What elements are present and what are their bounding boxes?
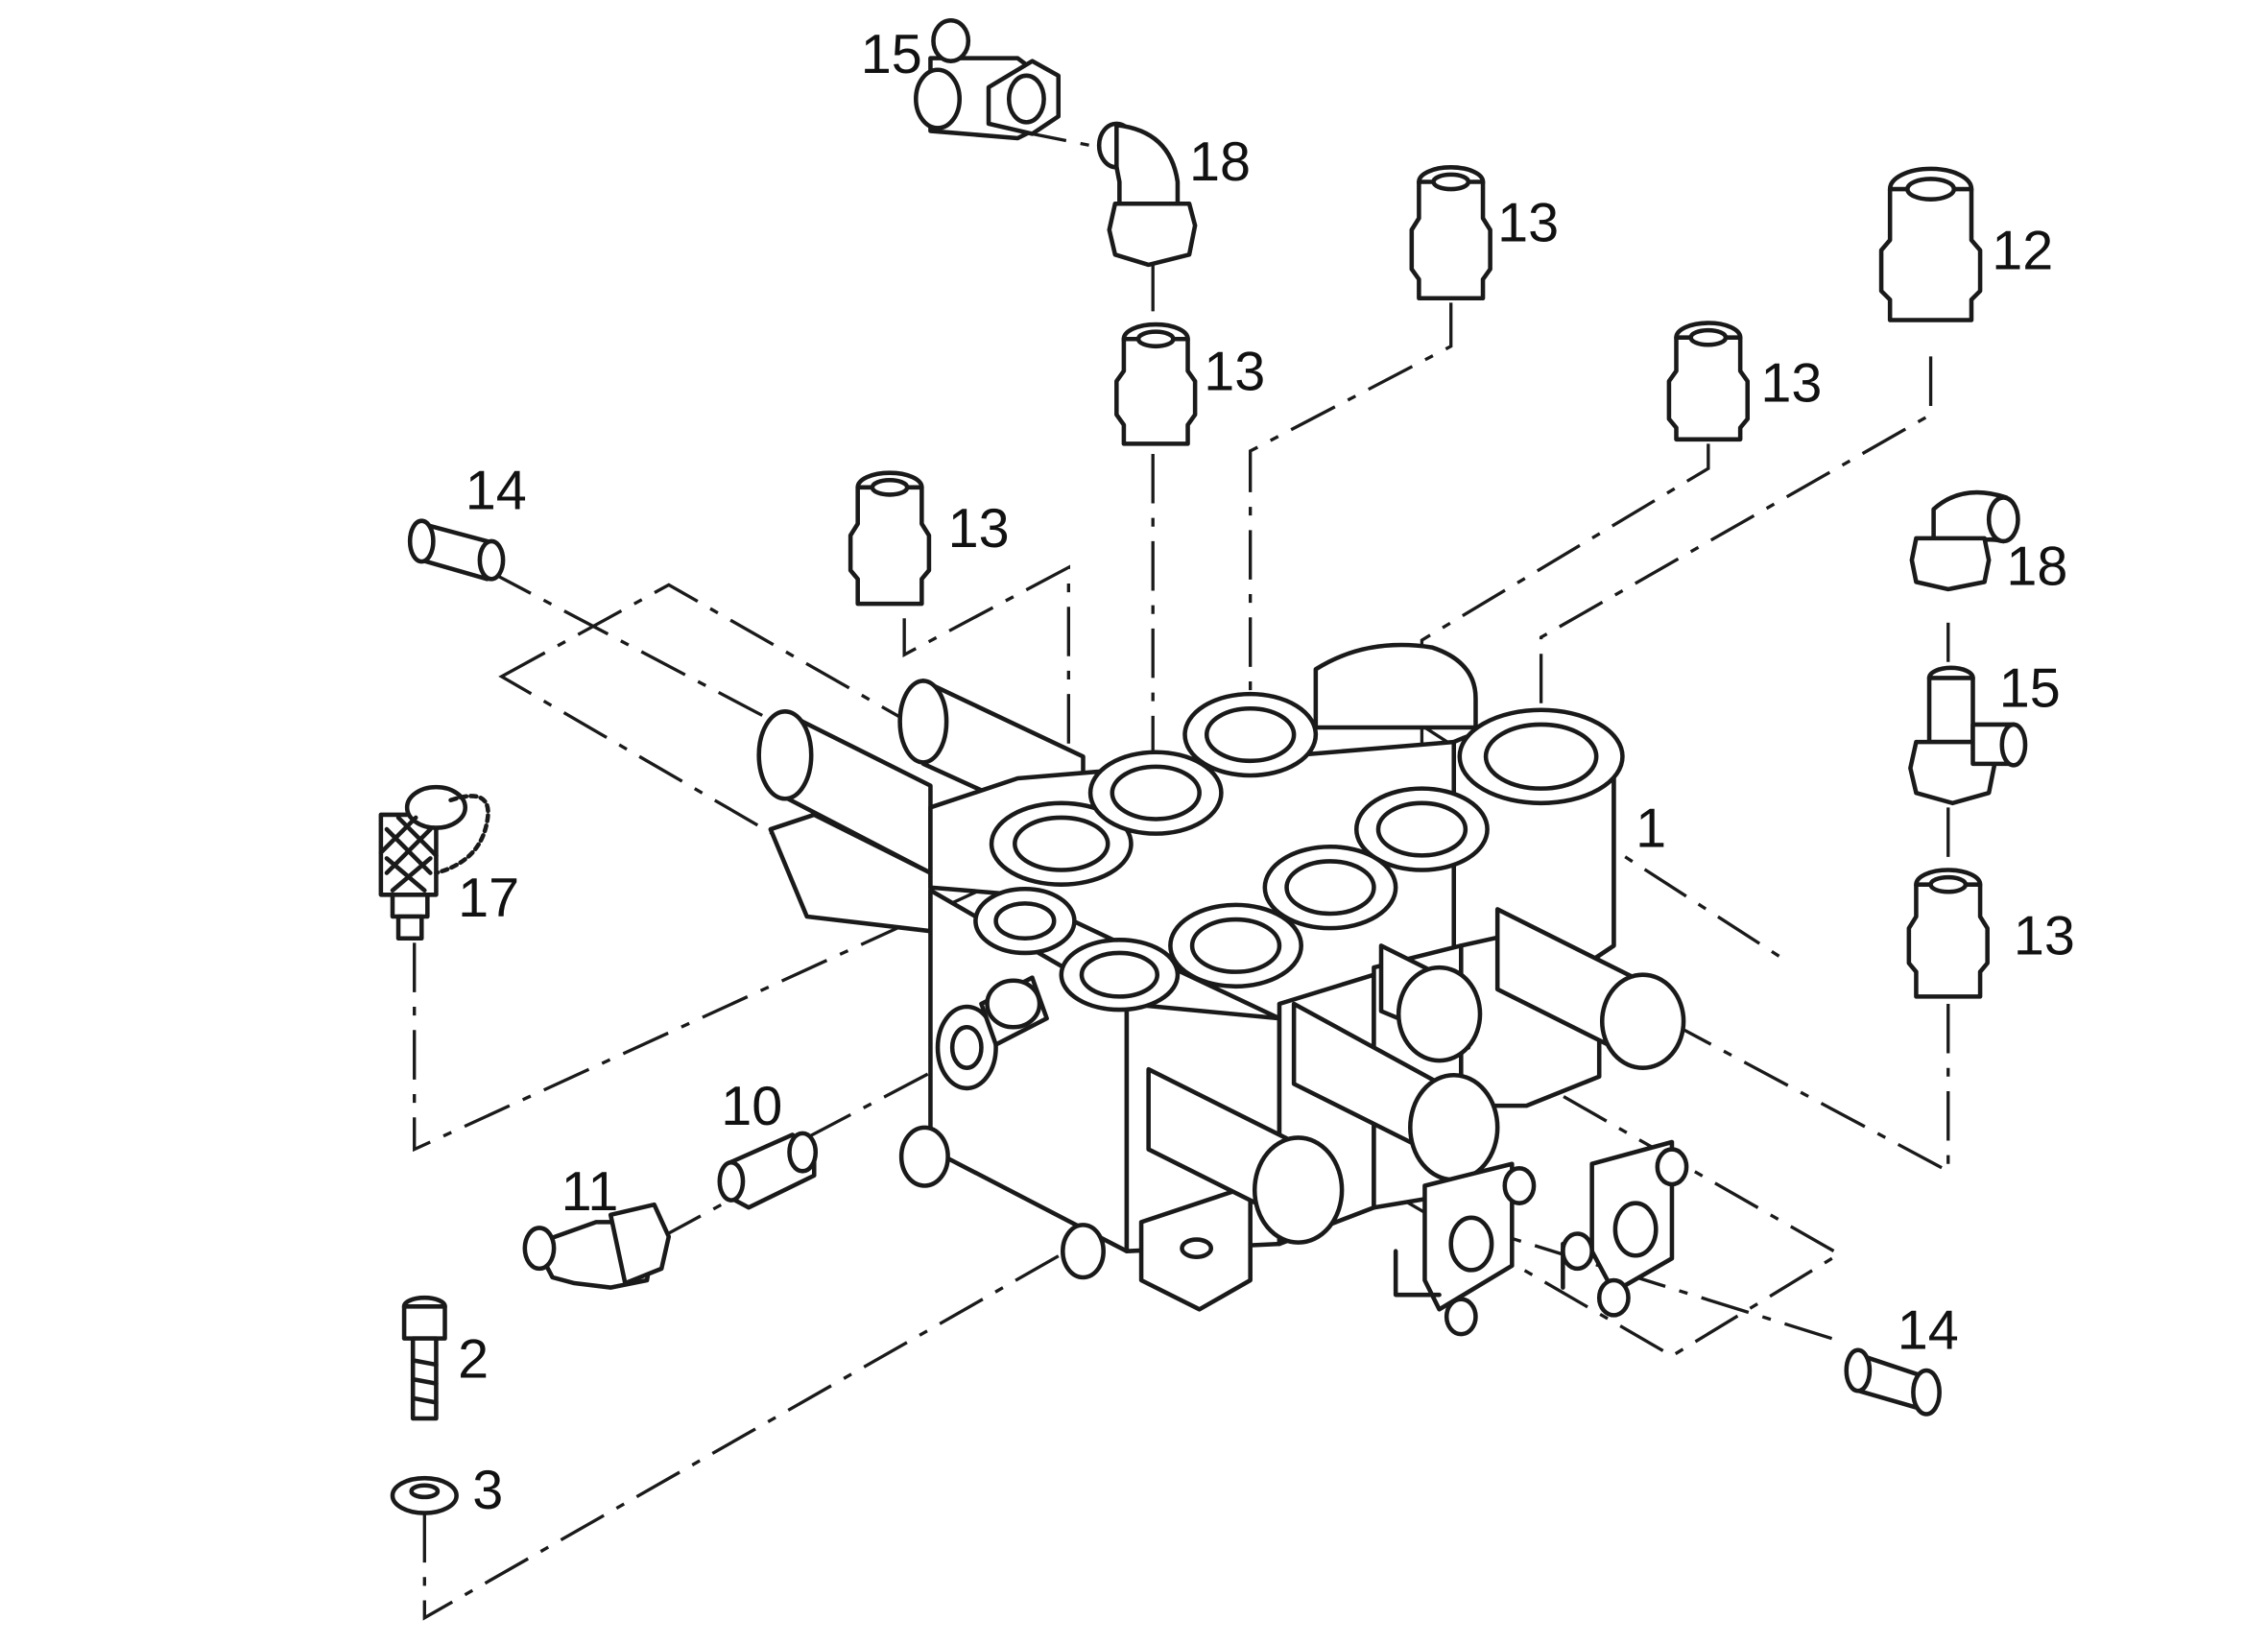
label-14-right: 14 xyxy=(1898,1299,1959,1361)
control-valve-block xyxy=(756,642,1689,1337)
label-13-right: 13 xyxy=(1760,352,1822,414)
label-13-lower-right: 13 xyxy=(2014,905,2075,966)
label-18-right: 18 xyxy=(2006,536,2067,597)
adapter-fitting-10 xyxy=(717,1131,819,1210)
elbow-fitting-top xyxy=(1096,121,1198,268)
adapter-fitting-13e xyxy=(1906,868,1990,999)
label-1: 1 xyxy=(1635,798,1666,859)
socket-head-bolt-2 xyxy=(401,1295,447,1421)
label-18-top: 18 xyxy=(1189,131,1251,193)
tee-fitting-top xyxy=(914,17,1062,141)
label-17: 17 xyxy=(458,868,519,929)
label-15-right: 15 xyxy=(1999,658,2061,720)
test-point-coupling-17 xyxy=(378,784,490,941)
elbow-fitting-11 xyxy=(522,1202,672,1290)
elbow-fitting-right xyxy=(1909,489,2020,592)
label-12: 12 xyxy=(1992,220,2053,281)
plug-fitting-14-left xyxy=(407,518,506,582)
adapter-fitting-13d xyxy=(848,470,932,607)
label-13-left: 13 xyxy=(948,498,1010,560)
label-10: 10 xyxy=(721,1076,782,1137)
plug-fitting-14-right xyxy=(1844,1347,1942,1417)
label-2: 2 xyxy=(458,1329,489,1391)
label-15-top: 15 xyxy=(861,24,922,85)
label-11: 11 xyxy=(561,1161,619,1223)
part-labels: 1 2 3 10 11 12 13 13 13 13 13 14 14 15 1… xyxy=(458,24,2075,1521)
label-13-top-middle: 13 xyxy=(1497,193,1559,254)
adapter-fitting-13c xyxy=(1666,321,1750,442)
label-3: 3 xyxy=(472,1460,503,1521)
label-13-under-elbow: 13 xyxy=(1204,341,1265,402)
tee-fitting-right xyxy=(1908,665,2028,806)
washer-3 xyxy=(390,1475,459,1515)
adapter-fitting-12 xyxy=(1878,166,1983,322)
adapter-fitting-13a xyxy=(1114,322,1198,446)
adapter-fitting-13b xyxy=(1409,165,1492,301)
label-14-left: 14 xyxy=(466,461,527,522)
